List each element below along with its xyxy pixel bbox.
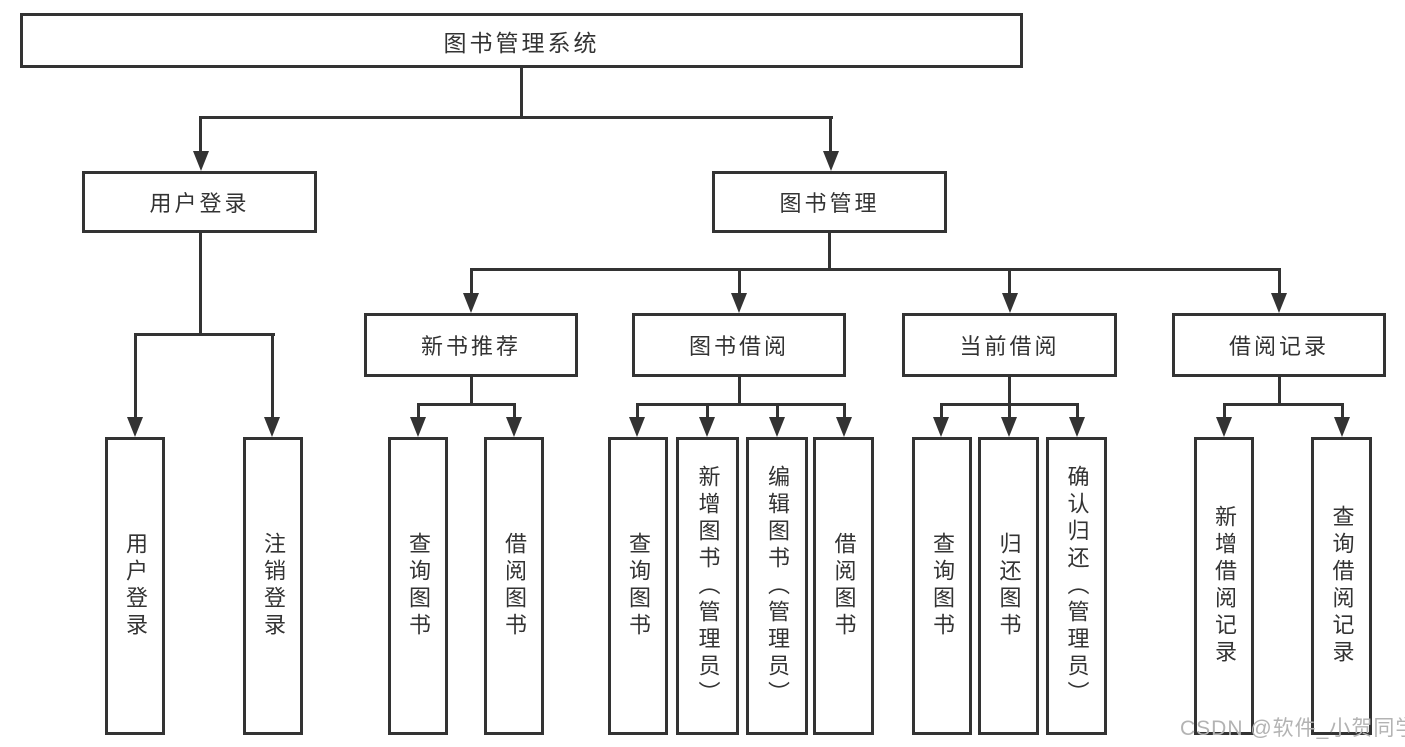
connector-line bbox=[513, 403, 516, 419]
node-label: 新增图书（管理员） bbox=[695, 464, 721, 708]
node-current-borrow: 当前借阅 bbox=[902, 313, 1117, 377]
connector-line bbox=[738, 377, 741, 406]
arrow-down-icon bbox=[769, 417, 785, 437]
leaf-query-books-borrow: 查询图书 bbox=[608, 437, 668, 735]
node-label: 查询图书 bbox=[406, 532, 431, 640]
leaf-return-book: 归还图书 bbox=[978, 437, 1039, 735]
node-label: 查询图书 bbox=[626, 532, 651, 640]
connector-line bbox=[520, 68, 523, 119]
connector-line bbox=[829, 116, 832, 153]
arrow-down-icon bbox=[629, 417, 645, 437]
node-borrow-records: 借阅记录 bbox=[1172, 313, 1386, 377]
connector-line bbox=[199, 116, 202, 153]
leaf-borrow-books: 借阅图书 bbox=[813, 437, 874, 735]
leaf-query-books-current: 查询图书 bbox=[912, 437, 972, 735]
connector-line bbox=[706, 403, 709, 419]
node-label: 确认归还（管理员） bbox=[1064, 464, 1090, 708]
connector-line bbox=[1223, 403, 1226, 419]
connector-line bbox=[1076, 403, 1079, 419]
connector-line bbox=[1278, 377, 1281, 406]
arrow-down-icon bbox=[933, 417, 949, 437]
leaf-confirm-return-admin: 确认归还（管理员） bbox=[1046, 437, 1107, 735]
arrow-down-icon bbox=[699, 417, 715, 437]
node-label: 新增借阅记录 bbox=[1212, 505, 1237, 667]
arrow-down-icon bbox=[731, 293, 747, 313]
node-label: 当前借阅 bbox=[959, 334, 1060, 359]
node-label: 用户登录 bbox=[149, 191, 250, 216]
arrow-down-icon bbox=[1001, 417, 1017, 437]
arrow-down-icon bbox=[506, 417, 522, 437]
node-label: 借阅图书 bbox=[502, 532, 527, 640]
node-label: 查询图书 bbox=[930, 532, 955, 640]
arrow-down-icon bbox=[1069, 417, 1085, 437]
connector-line bbox=[134, 333, 275, 336]
arrow-down-icon bbox=[1216, 417, 1232, 437]
connector-line bbox=[636, 403, 639, 419]
leaf-add-book-admin: 新增图书（管理员） bbox=[676, 437, 739, 735]
node-label: 编辑图书（管理员） bbox=[765, 464, 790, 708]
connector-line bbox=[199, 233, 202, 336]
node-new-book-recommend: 新书推荐 bbox=[364, 313, 578, 377]
node-label: 注销登录 bbox=[261, 532, 286, 640]
leaf-edit-book-admin: 编辑图书（管理员） bbox=[746, 437, 808, 735]
arrow-down-icon bbox=[836, 417, 852, 437]
node-user-login: 用户登录 bbox=[82, 171, 317, 233]
connector-line bbox=[636, 403, 846, 406]
leaf-add-borrow-record: 新增借阅记录 bbox=[1194, 437, 1254, 735]
arrow-down-icon bbox=[193, 151, 209, 171]
node-label: 新书推荐 bbox=[420, 334, 521, 359]
node-label: 图书借阅 bbox=[688, 334, 789, 359]
leaf-borrow-books-recommend: 借阅图书 bbox=[484, 437, 544, 735]
connector-line bbox=[417, 403, 516, 406]
arrow-down-icon bbox=[127, 417, 143, 437]
arrow-down-icon bbox=[1271, 293, 1287, 313]
connector-line bbox=[1008, 403, 1011, 419]
connector-line bbox=[940, 403, 943, 419]
connector-line bbox=[134, 333, 137, 419]
connector-line bbox=[199, 116, 833, 119]
connector-line bbox=[470, 268, 1281, 271]
watermark: CSDN @软件_小贺同学 bbox=[1180, 717, 1405, 740]
leaf-query-borrow-record: 查询借阅记录 bbox=[1311, 437, 1372, 735]
arrow-down-icon bbox=[463, 293, 479, 313]
leaf-user-login: 用户登录 bbox=[105, 437, 165, 735]
node-label: 借阅记录 bbox=[1228, 334, 1329, 359]
connector-line bbox=[1008, 377, 1011, 406]
connector-line bbox=[738, 268, 741, 295]
node-label: 归还图书 bbox=[996, 532, 1022, 640]
connector-line bbox=[470, 268, 473, 295]
connector-line bbox=[470, 377, 473, 406]
connector-line bbox=[776, 403, 779, 419]
arrow-down-icon bbox=[264, 417, 280, 437]
node-root-library-system: 图书管理系统 bbox=[20, 13, 1023, 68]
connector-line bbox=[1008, 268, 1011, 295]
leaf-query-books-recommend: 查询图书 bbox=[388, 437, 448, 735]
leaf-logout: 注销登录 bbox=[243, 437, 303, 735]
node-label: 用户登录 bbox=[123, 532, 148, 640]
arrow-down-icon bbox=[1002, 293, 1018, 313]
arrow-down-icon bbox=[823, 151, 839, 171]
node-label: 图书管理 bbox=[779, 191, 880, 216]
connector-line bbox=[417, 403, 420, 419]
connector-line bbox=[271, 333, 274, 419]
arrow-down-icon bbox=[1334, 417, 1350, 437]
node-label: 借阅图书 bbox=[831, 532, 857, 640]
node-book-borrow: 图书借阅 bbox=[632, 313, 846, 377]
arrow-down-icon bbox=[410, 417, 426, 437]
node-label: 图书管理系统 bbox=[443, 29, 600, 56]
connector-line bbox=[828, 233, 831, 271]
node-book-management: 图书管理 bbox=[712, 171, 947, 233]
connector-line bbox=[1223, 403, 1343, 406]
node-label: 查询借阅记录 bbox=[1329, 505, 1355, 667]
connector-line bbox=[1341, 403, 1344, 419]
connector-line bbox=[843, 403, 846, 419]
connector-line bbox=[1278, 268, 1281, 295]
